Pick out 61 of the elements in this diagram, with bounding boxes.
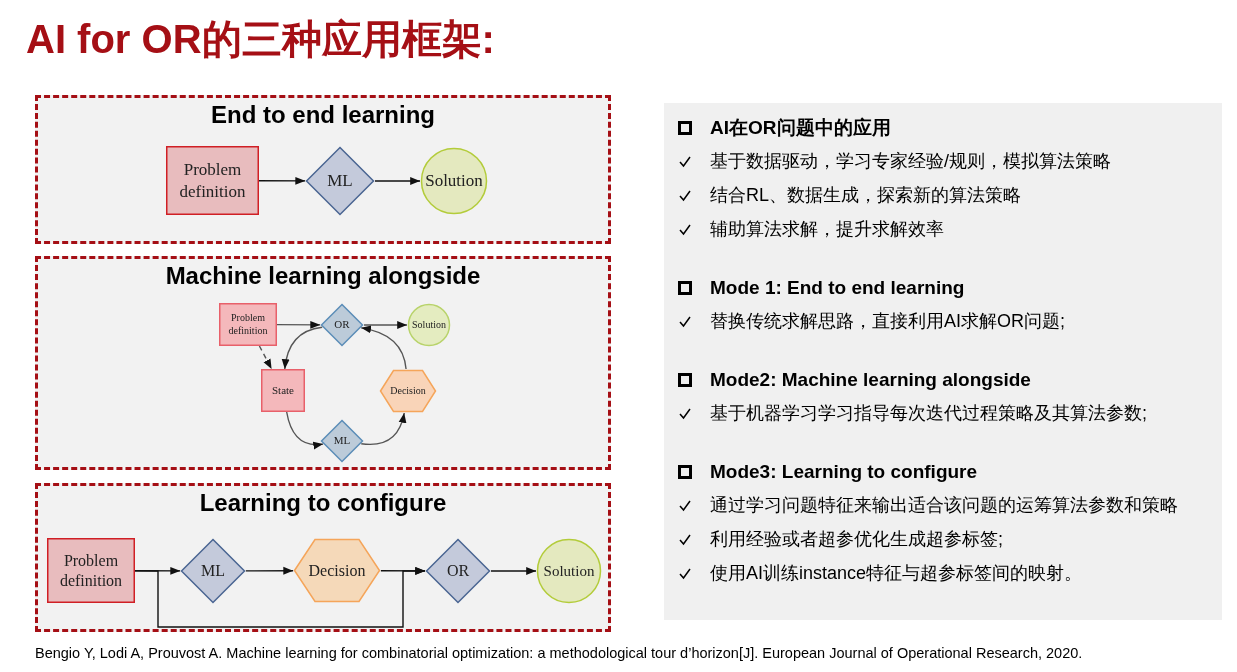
solution-circle: [407, 303, 451, 347]
node-label: ML: [201, 561, 225, 581]
bullet-text: 辅助算法求解，提升求解效率: [710, 218, 944, 241]
node-label: Problem definition: [178, 159, 247, 202]
arrow: [360, 412, 406, 446]
hexagon-node: [379, 369, 437, 413]
text-panel: [664, 103, 1222, 620]
panel-heading: Learning to configure: [198, 488, 448, 518]
dashed-panel: [35, 256, 611, 470]
process-box: [261, 369, 305, 412]
arrow: [245, 566, 294, 575]
dashed-panel: [35, 95, 611, 244]
process-box: [47, 538, 135, 603]
arrow: [258, 345, 273, 370]
decision-diamond: [320, 303, 364, 347]
title: AI for OR的三种应用框架:: [26, 16, 495, 63]
bullet-text: 利用经验或者超参优化生成超参标签;: [710, 528, 1003, 551]
solution-circle: [536, 538, 602, 604]
bullet-text: 替换传统求解思路，直接利用AI求解OR问题;: [710, 310, 1065, 333]
process-box: [166, 146, 259, 215]
decision-diamond: [305, 146, 375, 216]
node-label: ML: [333, 434, 351, 448]
node-label: Decision: [308, 560, 366, 581]
panel-heading: End to end learning: [210, 100, 436, 130]
node-label: Problem definition: [227, 312, 269, 337]
dashed-panel: [35, 483, 611, 632]
node-label: OR: [334, 318, 350, 332]
bullet-text: 使用AI训练instance特征与超参标签间的映射。: [710, 562, 1083, 585]
bullet-text: 基于数据驱动，学习专家经验/规则，模拟算法策略: [710, 150, 1111, 173]
arrow: [258, 176, 306, 185]
decision-diamond: [320, 419, 364, 463]
hexagon-node: [293, 538, 381, 603]
bullet-text: 基于机器学习学习指导每次迭代过程策略及其算法参数;: [710, 402, 1147, 425]
node-label: Problem definition: [58, 550, 124, 591]
section-heading: AI在OR问题中的应用: [710, 116, 891, 140]
node-label: Solution: [412, 318, 446, 332]
node-label: State: [272, 383, 294, 398]
arrow: [360, 325, 407, 370]
panel-heading: Machine learning alongside: [164, 261, 482, 291]
arrow: [276, 320, 321, 329]
process-box: [219, 303, 277, 346]
node-label: OR: [446, 561, 470, 581]
arrow: [286, 411, 324, 450]
arrow: [363, 321, 408, 329]
decision-diamond: [425, 538, 491, 604]
section-heading: Mode3: Learning to configure: [710, 460, 978, 484]
section-heading: Mode2: Machine learning alongside: [710, 368, 1031, 392]
arrow: [374, 177, 421, 185]
arrow: [282, 326, 323, 370]
section-heading: Mode 1: End to end learning: [710, 276, 965, 300]
bullet-text: 通过学习问题特征来输出适合该问题的运筹算法参数和策略: [710, 494, 1178, 517]
node-label: Decision: [390, 384, 426, 398]
node-label: ML: [327, 170, 353, 192]
arrow: [490, 567, 537, 575]
node-label: Solution: [543, 561, 595, 581]
solution-circle: [420, 147, 488, 215]
node-label: Solution: [425, 170, 483, 192]
decision-diamond: [180, 538, 246, 604]
arrow: [134, 567, 426, 628]
bullet-text: 结合RL、数据生成，探索新的算法策略: [710, 184, 1021, 207]
citation: Bengio Y, Lodi A, Prouvost A. Machine learning for combinatorial optimization: a methodological tour d’horizon[J]. European Journal of Operational Research, 2020.: [35, 644, 1083, 663]
